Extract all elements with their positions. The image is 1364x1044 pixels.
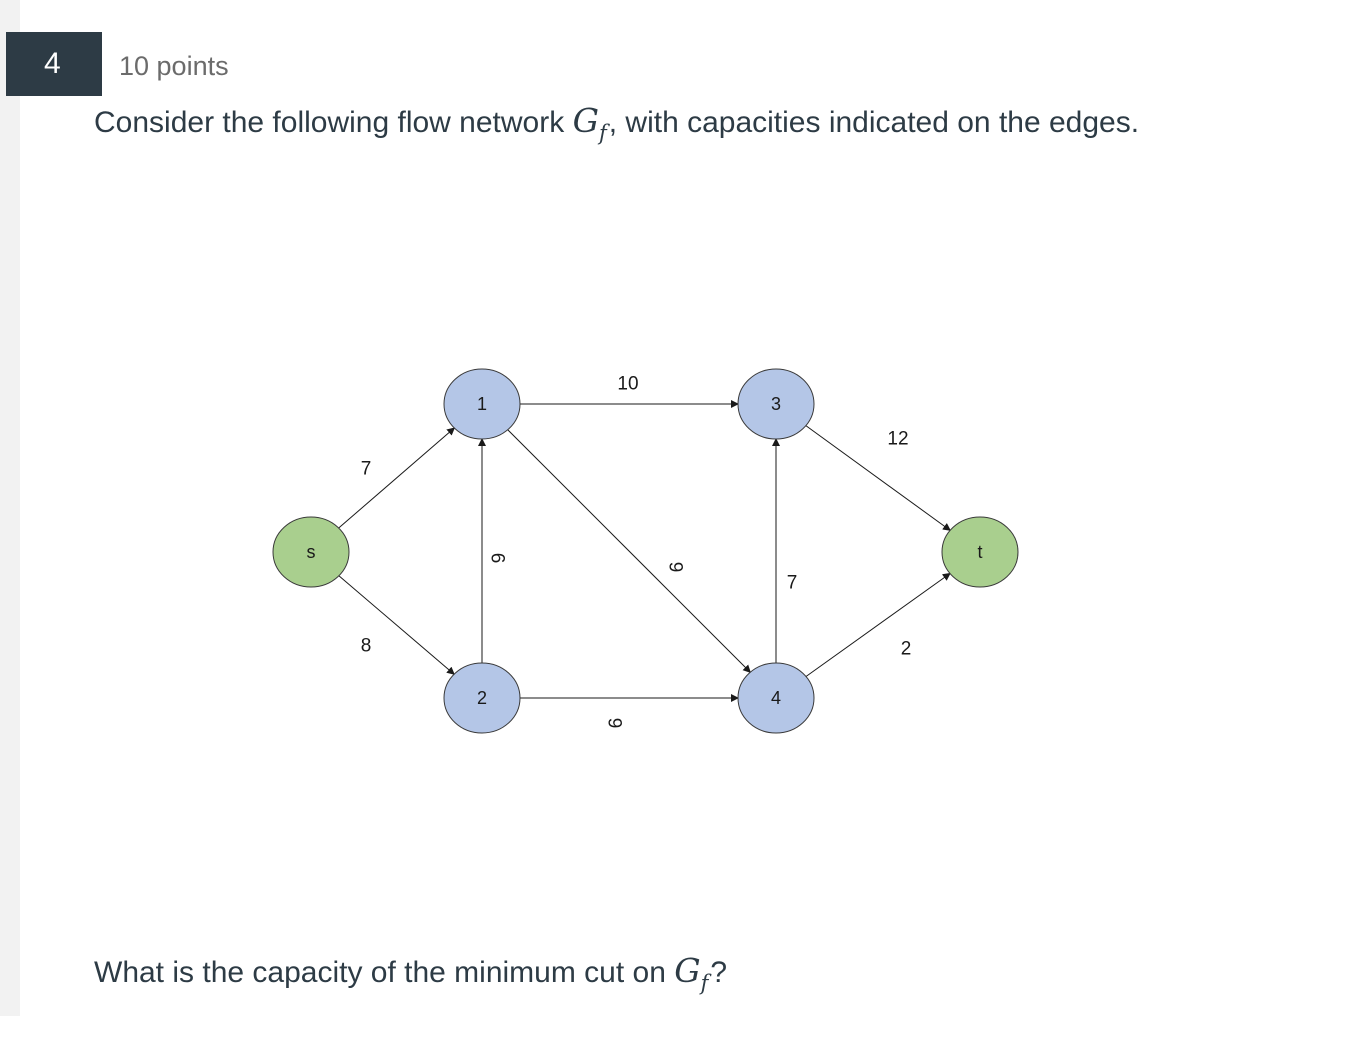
edge-capacity-s-1: 7: [361, 459, 372, 480]
graph-symbol: G: [674, 951, 701, 990]
question-prompt-text-end: , with capacities indicated on the edges…: [608, 106, 1140, 139]
question-number-badge: 4: [6, 32, 102, 96]
node-4: [737, 662, 815, 734]
edge-capacity-2-1: 6: [487, 553, 508, 564]
edge-capacity-2-4: 9: [604, 718, 625, 729]
edge-capacity-1-3: 10: [617, 374, 638, 395]
node-2: [443, 662, 521, 734]
node-t: [941, 516, 1019, 588]
question-prompt-text: Consider the following flow network: [94, 106, 565, 139]
question-ask: What is the capacity of the minimum cut …: [94, 949, 727, 997]
question-points: 10 points: [119, 51, 229, 81]
node-label-2: 2: [477, 688, 487, 708]
node-s: [272, 516, 350, 588]
node-label-s: s: [307, 542, 316, 562]
node-label-1: 1: [477, 394, 487, 414]
edge-s-1: [338, 427, 456, 529]
left-rail: [0, 0, 20, 1016]
edge-capacity-4-t: 2: [901, 639, 912, 660]
question-ask-text-end: ?: [710, 956, 728, 989]
edge-3-t: [805, 425, 951, 531]
edge-capacity-4-3: 7: [787, 573, 798, 594]
node-label-3: 3: [771, 394, 781, 414]
node-label-t: t: [977, 542, 982, 562]
node-1: [443, 368, 521, 440]
node-label-4: 4: [771, 688, 781, 708]
node-3: [737, 368, 815, 440]
graph-symbol-subscript: f: [598, 121, 607, 145]
edge-1-4: [507, 429, 751, 673]
edge-4-t: [805, 572, 951, 677]
edge-capacity-s-2: 8: [361, 636, 372, 657]
question-panel: [0, 0, 1364, 1016]
edge-capacity-3-t: 12: [887, 429, 908, 450]
edge-s-2: [338, 575, 455, 675]
edge-capacity-1-4: 9: [665, 562, 686, 573]
question-prompt: Consider the following flow network Gf, …: [94, 99, 1139, 147]
graph-symbol: G: [572, 101, 599, 140]
question-ask-text: What is the capacity of the minimum cut …: [94, 956, 666, 989]
graph-symbol-subscript: f: [700, 971, 709, 995]
